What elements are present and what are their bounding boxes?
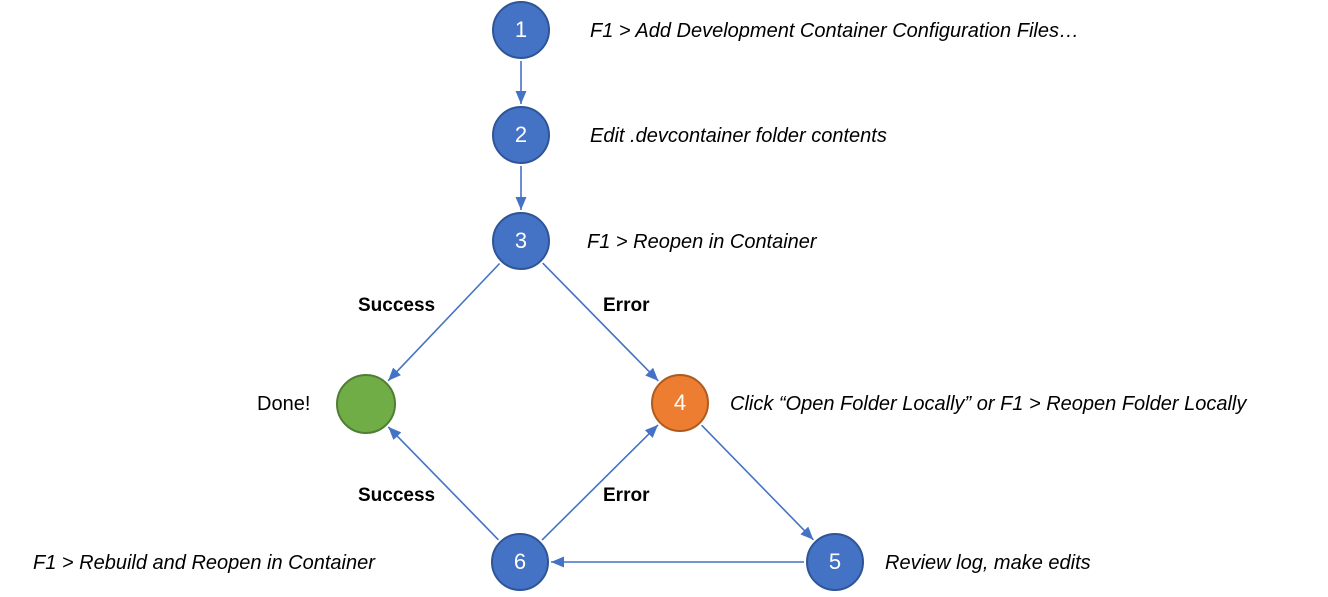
node-step5: 5 [806, 533, 864, 591]
edge-step3-to-done [387, 262, 501, 382]
edge-step4-to-step5 [701, 424, 814, 541]
node-step4: 4 [651, 374, 709, 432]
caption-step5: Review log, make edits [885, 552, 1091, 574]
caption-step1: F1 > Add Development Container Configura… [590, 20, 1079, 42]
caption-step4: Click “Open Folder Locally” or F1 > Reop… [730, 393, 1247, 415]
label-success-upper: Success [358, 295, 436, 316]
caption-step6: F1 > Rebuild and Reopen in Container [33, 552, 375, 574]
node-step1: 1 [492, 1, 550, 59]
edge-step6-to-done [387, 426, 499, 541]
caption-step2: Edit .devcontainer folder contents [590, 125, 887, 147]
label-error-lower: Error [603, 485, 650, 506]
edge-step3-to-step4 [542, 262, 659, 382]
node-done [336, 374, 396, 434]
edge-step6-to-step4 [541, 424, 659, 541]
caption-step3: F1 > Reopen in Container [587, 231, 817, 253]
node-step3: 3 [492, 212, 550, 270]
label-done: Done! [257, 393, 311, 415]
node-step2: 2 [492, 106, 550, 164]
node-step6: 6 [491, 533, 549, 591]
label-error-upper: Error [603, 295, 650, 316]
label-success-lower: Success [358, 485, 436, 506]
